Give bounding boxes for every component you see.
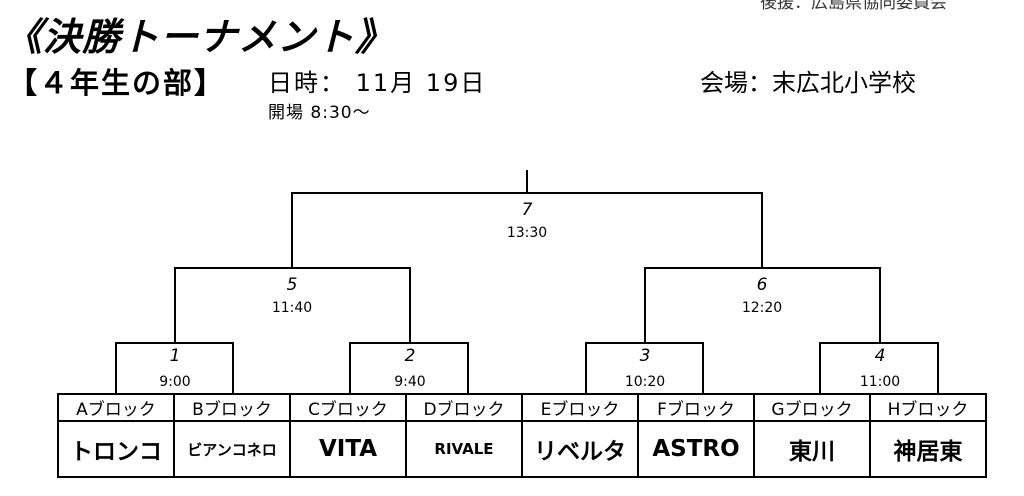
block-label-a: Aブロック: [57, 393, 175, 422]
date-text: 日時： 11月 19日: [268, 69, 487, 97]
match-1-number: 1: [170, 346, 181, 366]
match-6-time: 12:20: [742, 300, 782, 316]
page-title: 《決勝トーナメント》: [4, 15, 395, 59]
block-label-b: Bブロック: [173, 393, 291, 422]
block-label-d: Dブロック: [405, 393, 523, 422]
match-5-time: 11:40: [272, 300, 312, 316]
match-7-number: 7: [522, 200, 533, 220]
block-label-g: Gブロック: [753, 393, 871, 422]
match-3-number: 3: [640, 346, 651, 366]
team-name-b: ビアンコネロ: [173, 420, 291, 478]
match-5-number: 5: [287, 275, 298, 295]
match-2-time: 9:40: [394, 374, 425, 390]
block-row: Aブロック Bブロック Cブロック Dブロック Eブロック Fブロック Gブロッ…: [57, 393, 987, 422]
block-label-h: Hブロック: [869, 393, 987, 422]
team-name-a: トロンコ: [57, 420, 175, 478]
team-name-e: リベルタ: [521, 420, 639, 478]
team-name-h: 神居東: [869, 420, 987, 478]
opening-time-text: 開場 8:30～: [268, 103, 371, 123]
team-name-d: RIVALE: [405, 420, 523, 478]
sponsor-text: 後援：広島県協同委員会: [760, 0, 947, 13]
match-2-number: 2: [405, 346, 416, 366]
bracket-lines: [115, 170, 939, 395]
block-label-f: Fブロック: [637, 393, 755, 422]
team-name-c: VITA: [289, 420, 407, 478]
team-name-f: ASTRO: [637, 420, 755, 478]
match-6-number: 6: [757, 275, 768, 295]
venue-text: 会場：末広北小学校: [700, 69, 916, 97]
teams-table: Aブロック Bブロック Cブロック Dブロック Eブロック Fブロック Gブロッ…: [57, 393, 987, 478]
match-4-number: 4: [875, 346, 886, 366]
block-label-c: Cブロック: [289, 393, 407, 422]
division-label: 【４年生の部】: [8, 66, 226, 100]
match-4-time: 11:00: [860, 374, 900, 390]
match-1-time: 9:00: [159, 374, 190, 390]
block-label-e: Eブロック: [521, 393, 639, 422]
team-name-g: 東川: [753, 420, 871, 478]
match-7-time: 13:30: [507, 225, 547, 241]
match-3-time: 10:20: [625, 374, 665, 390]
team-row: トロンコ ビアンコネロ VITA RIVALE リベルタ ASTRO 東川 神居…: [57, 420, 987, 478]
